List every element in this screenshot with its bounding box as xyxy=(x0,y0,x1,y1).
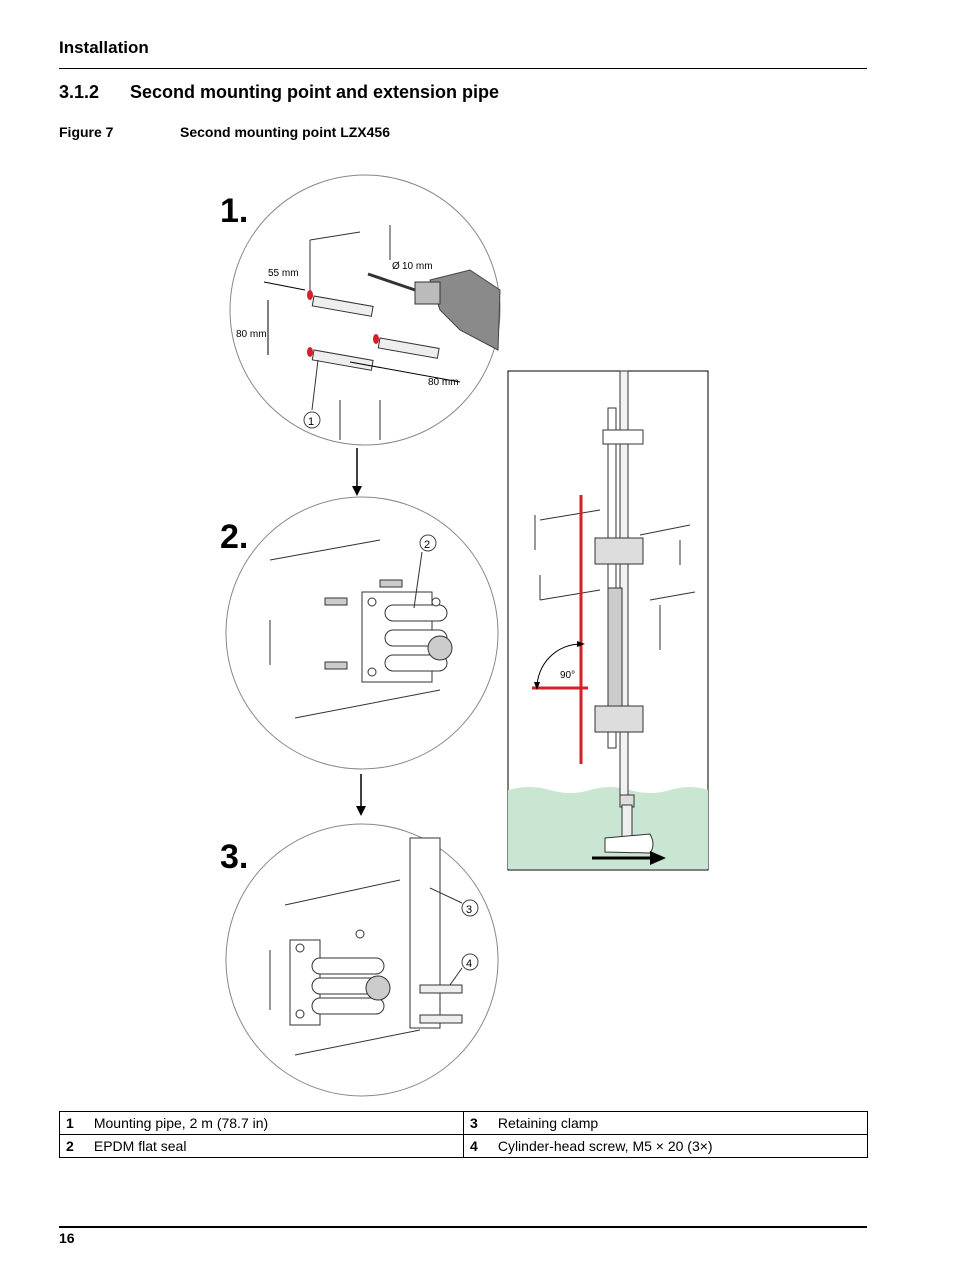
legend-table: 1 Mounting pipe, 2 m (78.7 in) 3 Retaini… xyxy=(58,1111,868,1158)
figure-label: Figure 7 xyxy=(59,124,114,140)
footer-rule xyxy=(59,1226,867,1228)
overview-panel: 90° xyxy=(507,370,709,871)
dim-drill: Ø xyxy=(392,261,400,272)
step-1-detail: 55 mm 80 mm 80 mm Ø 10 mm 1 xyxy=(229,174,501,446)
step-3-detail: 3 4 xyxy=(225,823,499,1097)
callout-1: 1 xyxy=(308,416,314,428)
angle-90: 90° xyxy=(560,670,575,681)
legend-text: Mounting pipe, 2 m (78.7 in) xyxy=(87,1111,464,1135)
legend-num: 1 xyxy=(58,1111,88,1135)
dim-55mm: 55 mm xyxy=(268,268,299,279)
legend-num: 2 xyxy=(58,1134,88,1158)
step-2-label: 2. xyxy=(220,518,248,556)
section-number: 3.1.2 xyxy=(59,82,100,102)
table-row: 2 EPDM flat seal 4 Cylinder-head screw, … xyxy=(58,1134,868,1158)
callout-4: 4 xyxy=(466,958,472,970)
step-3-label: 3. xyxy=(220,838,248,876)
section-header: Installation xyxy=(59,38,149,57)
callout-3: 3 xyxy=(466,904,472,916)
table-row: 1 Mounting pipe, 2 m (78.7 in) 3 Retaini… xyxy=(58,1111,868,1135)
legend-text: Retaining clamp xyxy=(491,1111,868,1135)
legend-text: EPDM flat seal xyxy=(87,1134,464,1158)
figure-title: Second mounting point LZX456 xyxy=(180,124,390,140)
legend-num: 4 xyxy=(462,1134,492,1158)
installation-illustration: 1. 2. 3. 55 mm 80 mm 80 mm Ø 10 mm 1 xyxy=(220,174,709,1097)
step-1-label: 1. xyxy=(220,192,248,230)
page-number: 16 xyxy=(59,1230,75,1246)
step-2-detail: 2 xyxy=(225,496,499,770)
callout-2: 2 xyxy=(424,539,430,551)
legend-num: 3 xyxy=(462,1111,492,1135)
header-rule xyxy=(59,68,867,69)
legend-text: Cylinder-head screw, M5 × 20 (3×) xyxy=(491,1134,868,1158)
dim-drill-value: 10 mm xyxy=(402,261,433,272)
dim-80mm-spacing: 80 mm xyxy=(428,377,459,388)
section-title: Second mounting point and extension pipe xyxy=(130,82,499,102)
dim-80mm-vertical: 80 mm xyxy=(236,329,267,340)
